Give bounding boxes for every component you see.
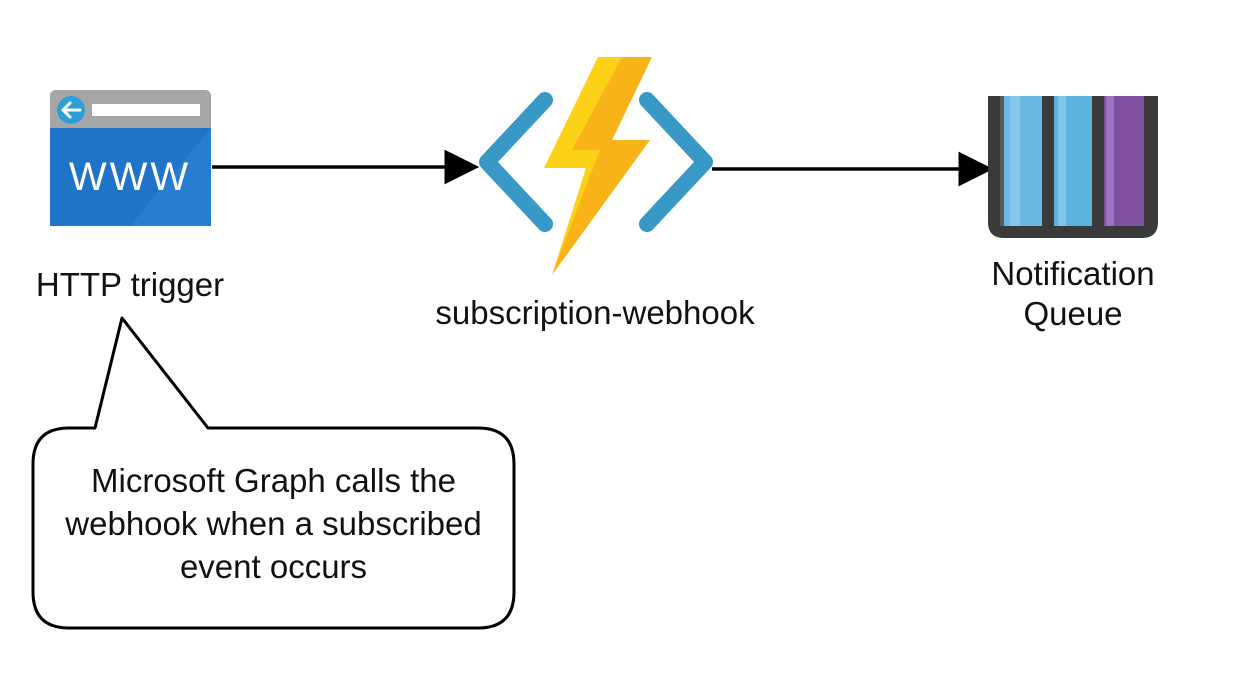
azure-function-icon <box>479 57 713 275</box>
queue-label-line2: Queue <box>1023 295 1123 332</box>
storage-queue-icon <box>988 96 1158 238</box>
callout-bubble <box>31 316 516 630</box>
http-trigger-label: HTTP trigger <box>35 266 225 303</box>
queue-label-line1: Notification <box>991 255 1155 292</box>
callout-line-3: event occurs <box>179 548 368 585</box>
callout-text: Microsoft Graph calls the webhook when a… <box>33 459 514 588</box>
subscription-webhook-label: subscription-webhook <box>435 294 755 331</box>
callout-line-2: webhook when a subscribed <box>65 505 482 542</box>
callout-line-1: Microsoft Graph calls the <box>91 462 456 499</box>
notification-queue-label: Notification Queue <box>968 254 1178 334</box>
www-text: WWW <box>69 155 191 199</box>
browser-www-icon: WWW <box>50 90 211 226</box>
